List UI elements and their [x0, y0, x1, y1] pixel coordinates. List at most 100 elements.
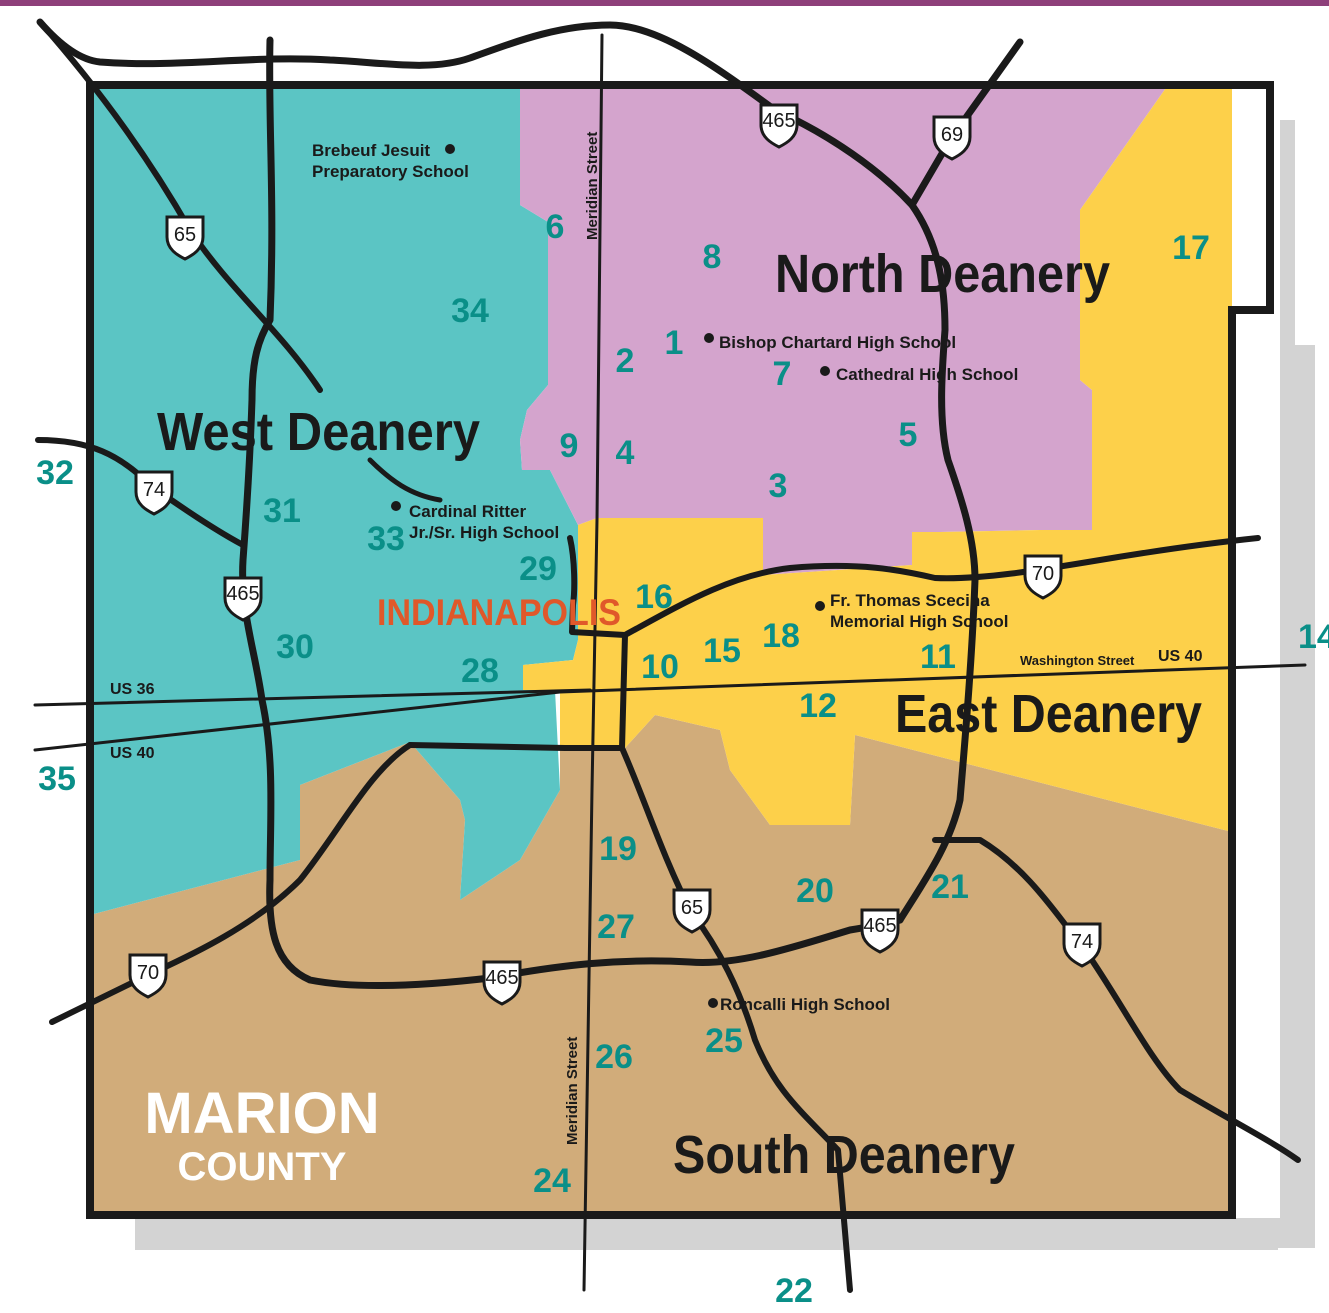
- scecina-label-line1: Fr. Thomas Scecina: [830, 591, 990, 610]
- i465-south-number: 465: [485, 967, 518, 989]
- i465-north-shield: 465: [759, 103, 799, 149]
- roncalli-label: Roncalli High School: [720, 995, 890, 1014]
- i465-west-road: [239, 36, 494, 990]
- parish-2: 2: [616, 342, 635, 380]
- ritter-label-line1: Cardinal Ritter: [409, 502, 527, 521]
- parish-12: 12: [799, 687, 837, 725]
- i465-north-road: [36, 18, 979, 924]
- us36-road: [33, 688, 592, 707]
- brebeuf-label-line2: Preparatory School: [312, 162, 469, 181]
- us40-road: [33, 663, 1307, 752]
- parish-22: 22: [775, 1272, 813, 1308]
- east-deanery-title: East Deanery: [895, 684, 1202, 744]
- parish-31: 31: [263, 492, 301, 530]
- parish-17: 17: [1172, 229, 1210, 267]
- parish-7: 7: [773, 355, 792, 393]
- deanery-titles: West Deanery North Deanery East Deanery …: [157, 244, 1202, 1185]
- i70-southwest-number: 70: [137, 962, 159, 984]
- parish-5: 5: [899, 416, 918, 454]
- i70-east-shield: 70: [1023, 554, 1063, 600]
- i74-west-number: 74: [143, 479, 165, 501]
- east-deanery-region: [523, 85, 1232, 832]
- parish-26: 26: [595, 1038, 633, 1076]
- parish-19: 19: [599, 830, 637, 868]
- county-label: COUNTY: [178, 1145, 347, 1189]
- top-bar: [0, 0, 1329, 6]
- i465-south-shield: 465: [482, 960, 522, 1006]
- parish-10: 10: [641, 648, 679, 686]
- parish-21: 21: [931, 868, 969, 906]
- i65-south-road: [619, 745, 853, 1293]
- chartard-label: Bishop Chartard High School: [719, 333, 956, 352]
- west-connector-road: [367, 457, 443, 503]
- washington-street-label: Washington Street: [1020, 653, 1135, 668]
- parish-16: 16: [635, 578, 673, 616]
- parish-15: 15: [703, 632, 741, 670]
- parish-11: 11: [920, 638, 956, 676]
- meridian-street-label-south: Meridian Street: [564, 1037, 581, 1145]
- i65-south-shield: 65: [672, 888, 712, 934]
- ritter-label-line2: Jr./Sr. High School: [409, 523, 559, 542]
- meridian-street-label-north: Meridian Street: [584, 132, 601, 240]
- scecina-label-line2: Memorial High School: [830, 612, 1009, 631]
- parish-18: 18: [762, 617, 800, 655]
- i69-shield: 69: [932, 115, 972, 161]
- parish-28: 28: [461, 652, 499, 690]
- county-border: [86, 81, 1274, 1219]
- i74-southeast-number: 74: [1071, 931, 1093, 953]
- i465-west-shield: 465: [223, 576, 263, 622]
- i70-southwest-road: [49, 742, 413, 1025]
- meridian-street-road: [582, 33, 604, 1292]
- i465-southeast-shield: 465: [860, 908, 900, 954]
- i465-southeast-number: 465: [863, 915, 896, 937]
- us36-label: US 36: [110, 681, 155, 698]
- i70-southwest-shield: 70: [128, 953, 168, 999]
- parish-4: 4: [616, 434, 635, 472]
- parish-1: 1: [665, 324, 684, 362]
- i74-southeast-shield: 74: [1062, 922, 1102, 968]
- parish-6: 6: [546, 208, 565, 246]
- scecina-dot: [815, 601, 825, 611]
- parish-33: 33: [367, 520, 405, 558]
- i465-north-number: 465: [762, 110, 795, 132]
- parish-9: 9: [560, 427, 579, 465]
- west-deanery-region: [90, 85, 578, 915]
- parish-35: 35: [38, 760, 76, 798]
- i465-west-number: 465: [226, 583, 259, 605]
- chartard-dot: [704, 333, 714, 343]
- i69-number: 69: [941, 124, 963, 146]
- us40-west-label: US 40: [110, 745, 155, 762]
- brebeuf-label-line1: Brebeuf Jesuit: [312, 141, 430, 160]
- street-labels: Meridian Street Meridian Street Washingt…: [110, 132, 1203, 1145]
- downtown-loop-road: [407, 535, 628, 751]
- parish-14: 14: [1298, 618, 1329, 656]
- i70-east-number: 70: [1032, 563, 1054, 585]
- i74-west-shield: 74: [134, 470, 174, 516]
- north-deanery-title: North Deanery: [775, 244, 1110, 304]
- i70-east-road: [622, 535, 1261, 638]
- i74-southeast-road: [932, 837, 1301, 1163]
- parish-29: 29: [519, 550, 557, 588]
- i65-south-number: 65: [681, 897, 703, 919]
- south-deanery-title: South Deanery: [673, 1125, 1015, 1185]
- brebeuf-dot: [445, 144, 455, 154]
- parish-32: 32: [36, 454, 74, 492]
- parish-8: 8: [703, 238, 722, 276]
- us40-east-label: US 40: [1158, 648, 1203, 665]
- parish-30: 30: [276, 628, 314, 666]
- parish-27: 27: [597, 908, 635, 946]
- ritter-dot: [391, 501, 401, 511]
- marion-label: MARION: [144, 1081, 379, 1146]
- school-markers: Brebeuf Jesuit Preparatory School Bishop…: [312, 141, 1018, 1014]
- i65-north-number: 65: [174, 224, 196, 246]
- cathedral-label: Cathedral High School: [836, 365, 1018, 384]
- interstate-shields: 465 69 65 74 465 70 65 465: [128, 103, 1102, 1006]
- parish-34: 34: [451, 292, 489, 330]
- parish-25: 25: [705, 1022, 743, 1060]
- parish-24: 24: [533, 1162, 571, 1200]
- parish-20: 20: [796, 872, 834, 910]
- parish-numbers: 1 2 3 4 5 6 7 8 9 10 11 12 14 15 16 17 1…: [36, 208, 1329, 1310]
- north-deanery-region: [520, 85, 1168, 575]
